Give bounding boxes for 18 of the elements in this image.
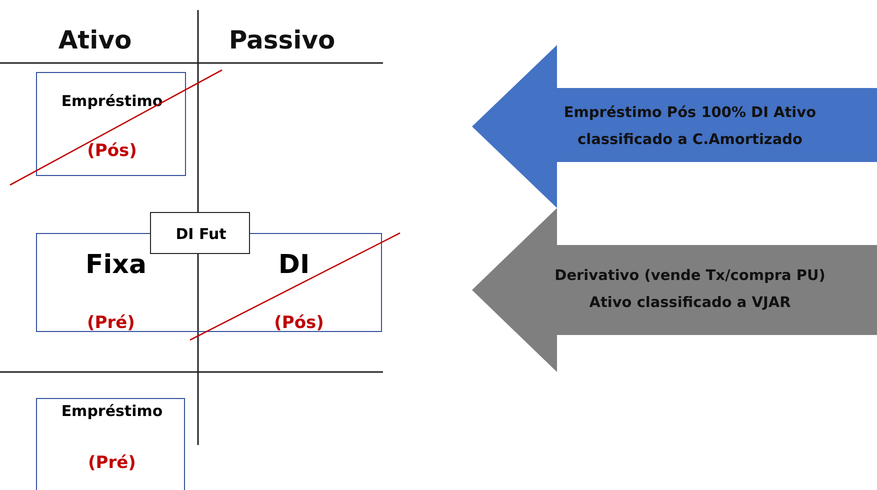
account-label: Empréstimo bbox=[61, 92, 163, 110]
column-header: Ativo bbox=[58, 26, 132, 54]
arrow-text: Empréstimo Pós 100% DI Ativo classificado a C.Amortizado bbox=[562, 104, 818, 150]
label-box bbox=[150, 212, 250, 254]
contract-label: DI Fut bbox=[176, 225, 226, 243]
rate-label: (Pós) bbox=[274, 313, 324, 333]
rate-label: (Pós) bbox=[87, 141, 137, 161]
column-header: Passivo bbox=[228, 26, 336, 54]
account-box bbox=[36, 72, 186, 176]
account-label: Empréstimo bbox=[61, 402, 163, 420]
left-arrow bbox=[472, 208, 877, 372]
account-label: DI bbox=[278, 250, 310, 280]
rate-label: (Pré) bbox=[88, 453, 136, 473]
account-box bbox=[36, 398, 185, 490]
arrow-text: Derivativo (vende Tx/compra PU) Ativo classificado a VJAR bbox=[554, 267, 826, 313]
left-arrow bbox=[472, 45, 877, 208]
account-label: Fixa bbox=[86, 250, 146, 280]
rate-label: (Pré) bbox=[87, 313, 135, 333]
